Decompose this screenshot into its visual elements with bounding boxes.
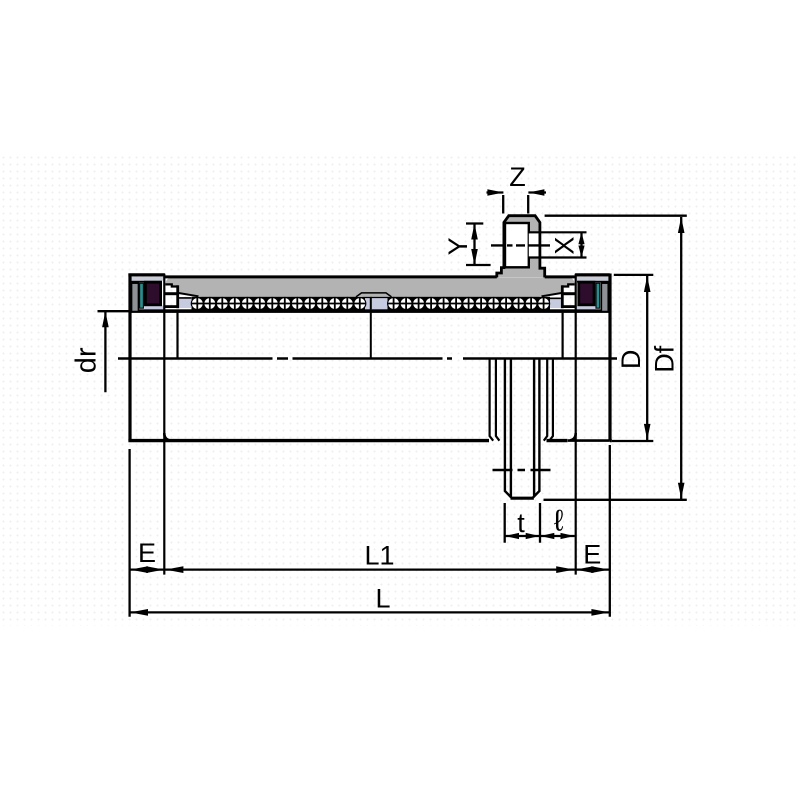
svg-text:E: E: [583, 540, 601, 570]
svg-text:dr: dr: [71, 347, 103, 373]
svg-text:Df: Df: [650, 345, 680, 372]
svg-text:L: L: [375, 583, 390, 613]
svg-text:t: t: [517, 508, 525, 538]
svg-text:ℓ: ℓ: [554, 505, 564, 538]
svg-text:Z: Z: [509, 162, 526, 192]
svg-text:D: D: [616, 350, 646, 370]
svg-text:E: E: [138, 538, 156, 568]
svg-text:X: X: [549, 237, 579, 255]
svg-text:L1: L1: [364, 541, 394, 571]
svg-text:Y: Y: [443, 237, 473, 255]
